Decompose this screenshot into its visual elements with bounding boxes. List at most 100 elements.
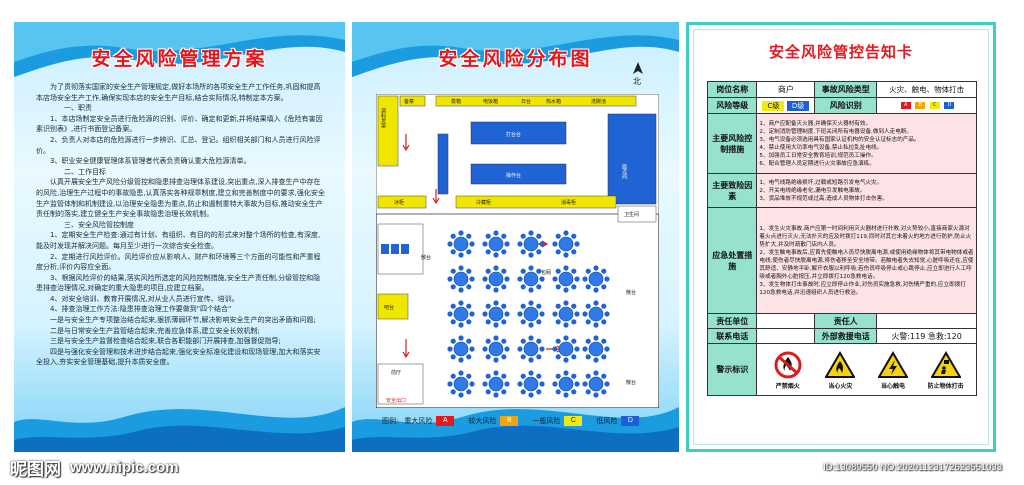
bottom-wave-decoration [352,407,679,452]
dining-table [517,370,545,398]
pastry-room [607,113,657,205]
chair [585,303,591,309]
floor-plan-drawing: 调料货架 备菜 蒸箱 电饭箱 日台 热水箱 洗碗池 打台台 操作台 面点间 冰柜… [375,93,660,409]
sign-fire-warning: 当心火灾 [817,350,863,390]
chair [563,392,569,398]
chair [458,300,464,306]
cause-item: 1、电气线路绝缘损坏,过载或短路引发电气火灾。 [759,179,883,186]
chair [501,249,507,255]
chair [493,322,499,328]
dining-table [552,335,580,363]
person-value [876,313,977,329]
chair [458,370,464,376]
control-label: 主要风险控制措施 [706,113,758,174]
dining-table [517,265,545,293]
chair [593,265,599,271]
chair [485,338,491,344]
chair [458,287,464,293]
room-label: 散台 [626,379,636,386]
paragraph: 1、本店场制定安全员进行危险源的识别、评价、确定和更新,并将结果填入《危险有害因… [36,114,323,134]
table-top [453,341,469,357]
unit-value [756,313,816,329]
chair [593,357,599,363]
chair [536,303,542,309]
room-label: 打台台 [506,131,521,138]
table-top [588,306,604,322]
chair [536,389,542,395]
chair [555,319,561,325]
chair [528,287,534,293]
chair [520,338,526,344]
room-label: 安全出口 [386,397,406,404]
chair [466,303,472,309]
room-label: 洗碗池 [591,98,606,105]
chair [447,276,453,282]
chair [582,311,588,317]
chair [450,303,456,309]
table-top [588,271,604,287]
bottom-wave-decoration [14,407,345,452]
chair [528,335,534,341]
room-label: 吧台 [384,304,394,311]
chair [482,346,488,352]
chair [517,346,523,352]
chair [528,300,534,306]
accident-type-label: 事故风险类型 [814,81,878,98]
chair [563,252,569,258]
chair [520,233,526,239]
chair [552,276,558,282]
chair [504,311,510,317]
chair [601,284,607,290]
chair [539,276,545,282]
level-d-badge: D级 [786,100,810,111]
legend-swatch: D [621,416,640,426]
storage-rack [377,95,399,167]
chair [482,241,488,247]
chair [528,370,534,376]
chair [571,354,577,360]
chair [601,389,607,395]
legend-item-large: 较大风险 B [468,416,519,426]
sign-electric-warning: 当心触电 [870,350,916,390]
table-top [523,341,539,357]
top-wave-decoration [352,22,679,77]
chair [552,241,558,247]
paragraph: 4、排查治理工作方法:隐患排查治理工作要做到"四个结合" [50,305,232,314]
risk-legend: 图例: 重大风险 A 较大风险 B 一般风险 C 低风险 D [382,414,662,428]
chair [450,373,456,379]
room-label: 包厢 [541,269,551,276]
chair [517,381,523,387]
chair [501,268,507,274]
table-top [588,376,604,392]
chair [582,276,588,282]
emergency-item: 2、发生触电事故后,应首先使触电人员尽快脱离电源,或使用绝缘物体将其带电物体或者… [759,249,974,280]
dining-table [447,370,475,398]
chair [571,338,577,344]
chair [482,276,488,282]
chair [604,311,610,317]
chair [563,300,569,306]
table-top [558,376,574,392]
table-top [453,376,469,392]
chair [555,338,561,344]
legend-label: 一般风险 [532,417,561,425]
chair [536,354,542,360]
chair [585,338,591,344]
chair [504,276,510,282]
table-top [488,271,504,287]
chair [601,303,607,309]
chair [571,319,577,325]
chair [585,354,591,360]
counter-table-2 [470,163,567,185]
table-top [588,341,604,357]
chair [555,233,561,239]
panel-title: 安全风险分布图 [438,48,593,70]
dining-table [552,370,580,398]
mini-swatch-d: D [944,102,955,109]
chair [571,303,577,309]
dining-table [552,230,580,258]
chair [552,311,558,317]
chair [593,335,599,341]
chair [563,230,569,236]
chair [528,392,534,398]
